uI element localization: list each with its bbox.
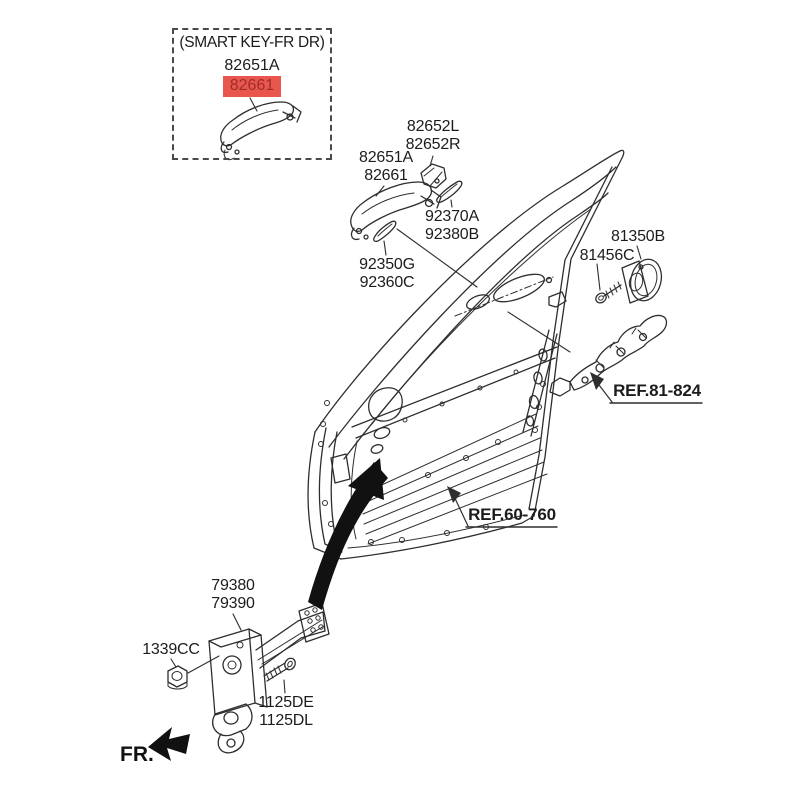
ref-60-760-leader	[447, 486, 558, 528]
callout-ref-door[interactable]: REF.60-760	[468, 505, 556, 524]
band-pointer-arrow	[348, 458, 384, 500]
part-number: 92360C	[359, 274, 415, 291]
callout-pad-lower: 92350G 92360C	[347, 256, 427, 292]
inset-highlight-wrap: 82661	[174, 76, 330, 97]
callout-key-cylinder: 81350B	[611, 228, 665, 245]
part-number: 92370A	[425, 208, 479, 225]
callout-screw: 81456C	[579, 247, 635, 264]
callout-ref-latch[interactable]: REF.81-824	[613, 381, 701, 400]
checker-pointer-band	[308, 458, 388, 610]
part-number: 1125DE	[258, 694, 314, 711]
ref-81-824-leader	[590, 372, 703, 404]
part-number: 79390	[211, 595, 255, 612]
part-number: 92380B	[425, 226, 479, 243]
part-number: 1125DL	[259, 712, 313, 729]
handle-pad-lower-drawing	[373, 220, 397, 243]
door-latch-assembly-drawing	[549, 314, 668, 397]
part-number: 82651A	[359, 149, 413, 166]
key-cylinder-drawing	[621, 258, 663, 304]
ref-60-760-arrow	[447, 486, 461, 503]
callout-cover: 82652L 82652R	[393, 118, 473, 154]
screw-drawing	[595, 281, 622, 304]
part-number: 79380	[211, 577, 255, 594]
fr-direction-arrow	[148, 727, 190, 761]
callout-nut: 1339CC	[142, 641, 200, 658]
inset-title: (SMART KEY-FR DR)	[179, 34, 325, 51]
part-number: 92350G	[359, 256, 415, 273]
highlighted-part-number[interactable]: 82661	[222, 76, 282, 97]
nut-drawing	[167, 665, 188, 690]
inset-part-number: 82651A	[224, 57, 280, 74]
bolt-drawing	[263, 657, 296, 682]
callout-handle: 82651A 82661	[346, 149, 426, 185]
callout-pad-upper: 92370A 92380B	[412, 208, 492, 244]
ref-81-824-arrow	[590, 372, 604, 390]
inset-outside-handle-drawing	[220, 101, 302, 161]
door-checker-drawing	[208, 602, 330, 754]
outside-handle-drawing	[350, 181, 442, 241]
part-number: 82661	[364, 167, 408, 184]
smart-key-inset-box: (SMART KEY-FR DR) 82651A 82661	[172, 28, 332, 160]
leader-lines	[170, 97, 642, 694]
handle-cover-drawing	[420, 163, 447, 189]
callout-checker: 79380 79390	[205, 577, 261, 613]
handle-pad-upper-drawing	[436, 180, 463, 204]
part-number: 82652R	[405, 136, 461, 153]
part-number: 82652L	[406, 118, 460, 135]
fr-direction-label: FR.	[120, 743, 154, 766]
callout-bolt: 1125DE 1125DL	[252, 694, 320, 730]
